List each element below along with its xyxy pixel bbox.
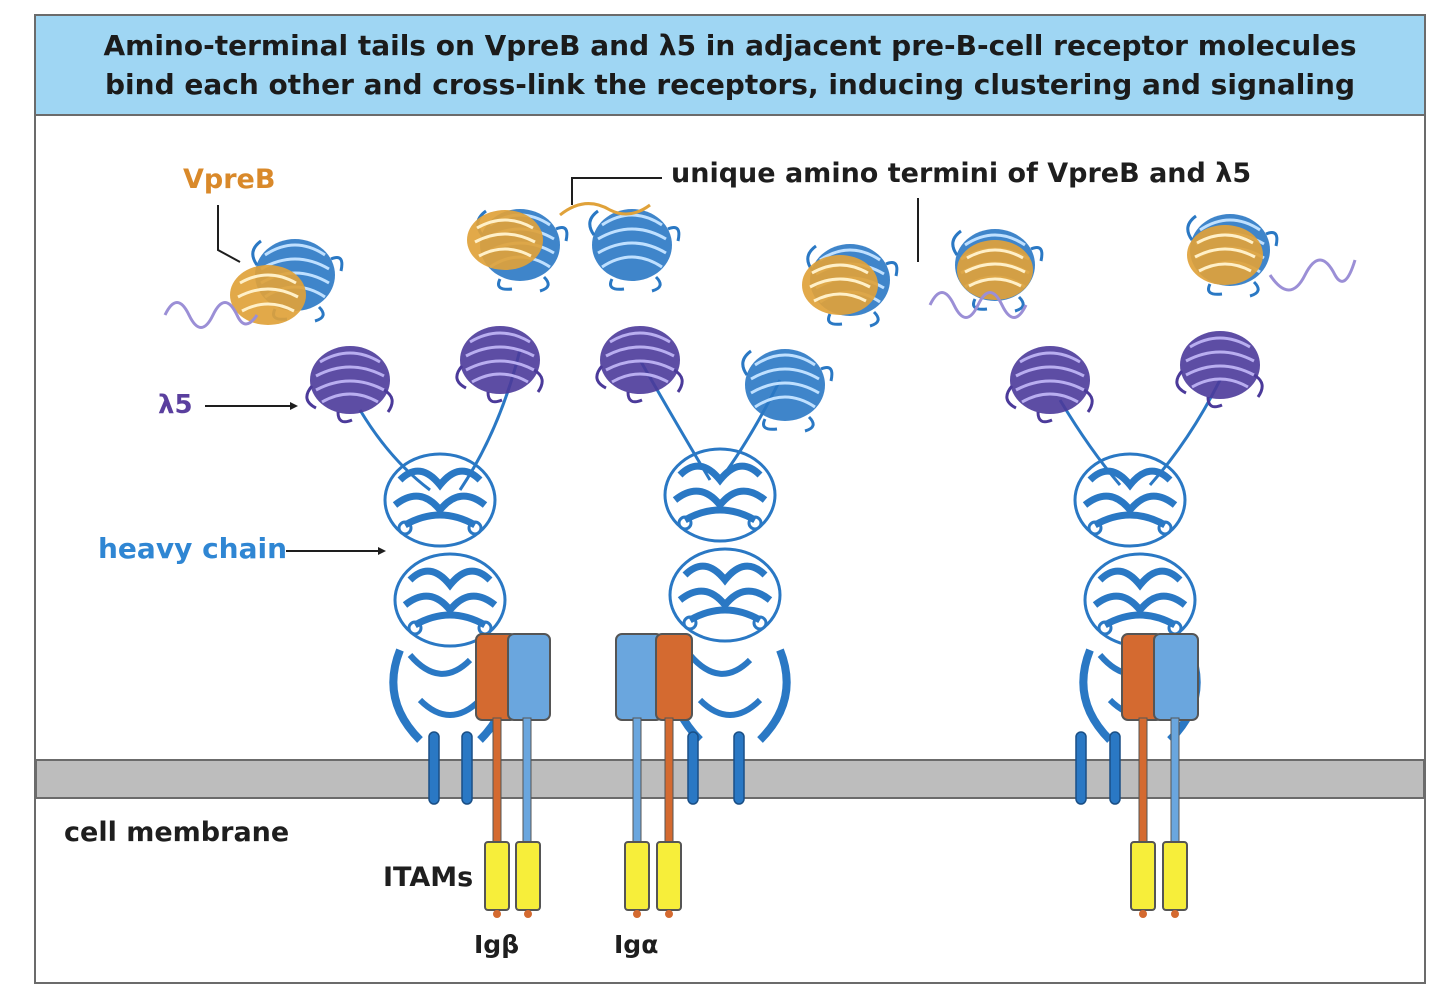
cell-membrane	[35, 759, 1425, 799]
title-line-2: bind each other and cross-link the recep…	[105, 68, 1355, 101]
receptor-middle	[559, 202, 899, 743]
itam-left-2	[515, 841, 541, 911]
itam-middle-1	[624, 841, 650, 911]
ig-beta-alpha-left	[475, 633, 551, 918]
label-lambda5: λ5	[158, 390, 193, 420]
ig-alpha-beta-middle	[615, 633, 693, 918]
label-heavy-chain: heavy chain	[98, 532, 288, 565]
label-ig-alpha: Igα	[614, 930, 659, 959]
itam-right-1	[1130, 841, 1156, 911]
title-line-1: Amino-terminal tails on VpreB and λ5 in …	[103, 29, 1357, 62]
itam-middle-2	[656, 841, 682, 911]
leader-lines	[205, 177, 919, 555]
itam-right-2	[1162, 841, 1188, 911]
label-unique-termini: unique amino termini of VpreB and λ5	[671, 158, 1252, 189]
itam-left-1	[484, 841, 510, 911]
transmembrane-segments	[428, 731, 1121, 805]
label-cell-membrane: cell membrane	[64, 817, 290, 848]
label-vpreb: VpreB	[183, 164, 276, 195]
label-ig-beta: Igβ	[474, 930, 520, 959]
title-banner: Amino-terminal tails on VpreB and λ5 in …	[36, 16, 1424, 116]
ig-beta-alpha-right	[1121, 633, 1199, 918]
label-itams: ITAMs	[383, 862, 474, 893]
